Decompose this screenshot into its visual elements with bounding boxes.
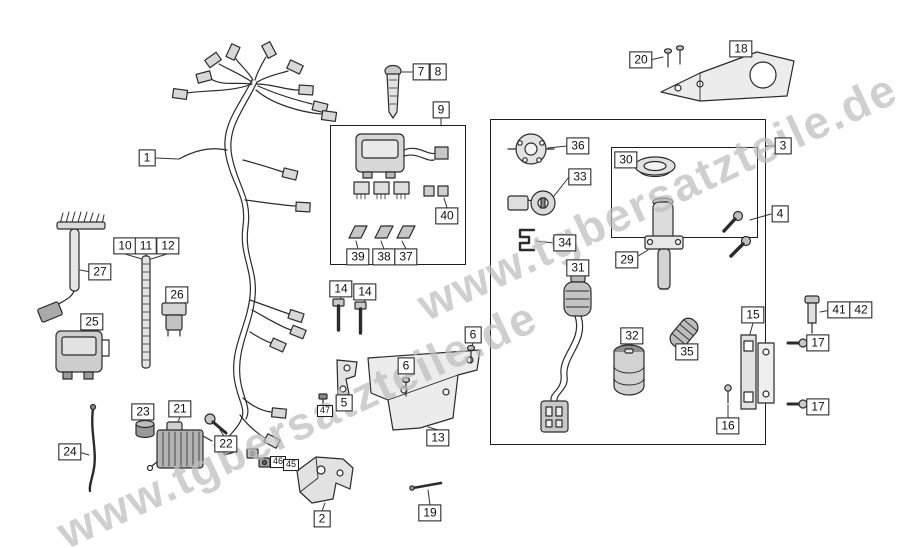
part-35-boot <box>669 317 699 349</box>
part-16-screw <box>724 384 732 404</box>
callout-26: 26 <box>165 286 189 304</box>
callout-40: 40 <box>435 207 459 225</box>
callout-8: 8 <box>429 63 447 81</box>
part-13-plate <box>367 349 481 431</box>
callout-32: 32 <box>620 327 644 345</box>
callout-45: 45 <box>282 459 300 471</box>
part-20-screws <box>663 45 685 68</box>
part-27-contact-strip <box>37 211 106 323</box>
callout-47: 47 <box>316 405 334 417</box>
callout-20: 20 <box>629 51 653 69</box>
part-36-sender <box>507 133 555 165</box>
callout-12: 12 <box>156 237 180 255</box>
group-box-3 <box>490 119 766 445</box>
callout-30: 30 <box>614 151 638 169</box>
part-14-bolts <box>332 298 367 335</box>
callout-23: 23 <box>131 403 155 421</box>
callout-4: 4 <box>771 205 789 223</box>
callout-7: 7 <box>412 63 430 81</box>
part-47-screw <box>318 393 328 406</box>
group-box-29 <box>611 147 758 238</box>
part-18-bracket <box>660 51 795 102</box>
callout-17: 17 <box>806 398 830 416</box>
part-21-regulator <box>146 421 213 472</box>
callout-38: 38 <box>372 248 396 266</box>
callout-24: 24 <box>58 443 82 461</box>
part-26-fuse-holder <box>161 302 187 337</box>
callout-36: 36 <box>566 137 590 155</box>
callout-2: 2 <box>313 510 331 528</box>
part-15-bracket <box>740 334 775 410</box>
callout-14: 14 <box>353 283 377 301</box>
part-32-lock-cylinder <box>613 344 645 396</box>
part-33-switch <box>507 190 556 216</box>
part-41-42-sensor <box>804 295 820 334</box>
part-34-clamp <box>518 228 536 252</box>
part-25-relay <box>55 330 110 380</box>
callout-22: 22 <box>214 435 238 453</box>
part-11-strap <box>141 246 153 369</box>
part-1-wiring-harness <box>171 41 338 456</box>
callout-9: 9 <box>432 101 450 119</box>
part-7-bolt <box>384 64 402 119</box>
callout-13: 13 <box>426 429 450 447</box>
callout-5: 5 <box>335 394 353 412</box>
callout-6: 6 <box>464 326 482 344</box>
callout-10: 10 <box>113 237 137 255</box>
part-23-cap <box>135 419 155 439</box>
part-24-rod <box>88 403 97 493</box>
part-19-pin <box>409 481 443 491</box>
callout-39: 39 <box>346 248 370 266</box>
part-5-bracket <box>336 359 358 397</box>
part-17-screws <box>786 338 808 409</box>
callout-42: 42 <box>849 301 873 319</box>
callout-27: 27 <box>88 263 112 281</box>
callout-16: 16 <box>716 417 740 435</box>
callout-17: 17 <box>806 334 830 352</box>
part-4-bolts <box>722 210 752 258</box>
callout-19: 19 <box>418 504 442 522</box>
part-45-46-nuts <box>246 448 271 468</box>
callout-1: 1 <box>138 149 156 167</box>
callout-29: 29 <box>615 251 639 269</box>
callout-21: 21 <box>168 400 192 418</box>
callout-15: 15 <box>741 306 765 324</box>
part-22-bolt <box>204 413 228 435</box>
callout-37: 37 <box>394 248 418 266</box>
callout-3: 3 <box>774 137 792 155</box>
callout-31: 31 <box>566 259 590 277</box>
callout-14: 14 <box>329 280 353 298</box>
callout-35: 35 <box>675 343 699 361</box>
part-2-bracket <box>296 456 354 504</box>
part-37-38-39-terminals <box>348 225 416 239</box>
part-6-screws <box>401 344 476 397</box>
part-29-lock-assembly <box>644 197 684 290</box>
callout-34: 34 <box>553 234 577 252</box>
callout-18: 18 <box>729 40 753 58</box>
part-connector-row <box>353 181 410 200</box>
callout-41: 41 <box>827 301 851 319</box>
part-40-connectors <box>423 185 449 197</box>
callout-11: 11 <box>134 237 158 255</box>
callout-6: 6 <box>397 357 415 375</box>
callout-33: 33 <box>568 168 592 186</box>
callout-25: 25 <box>80 313 104 331</box>
part-9-cdi-unit <box>355 133 449 179</box>
